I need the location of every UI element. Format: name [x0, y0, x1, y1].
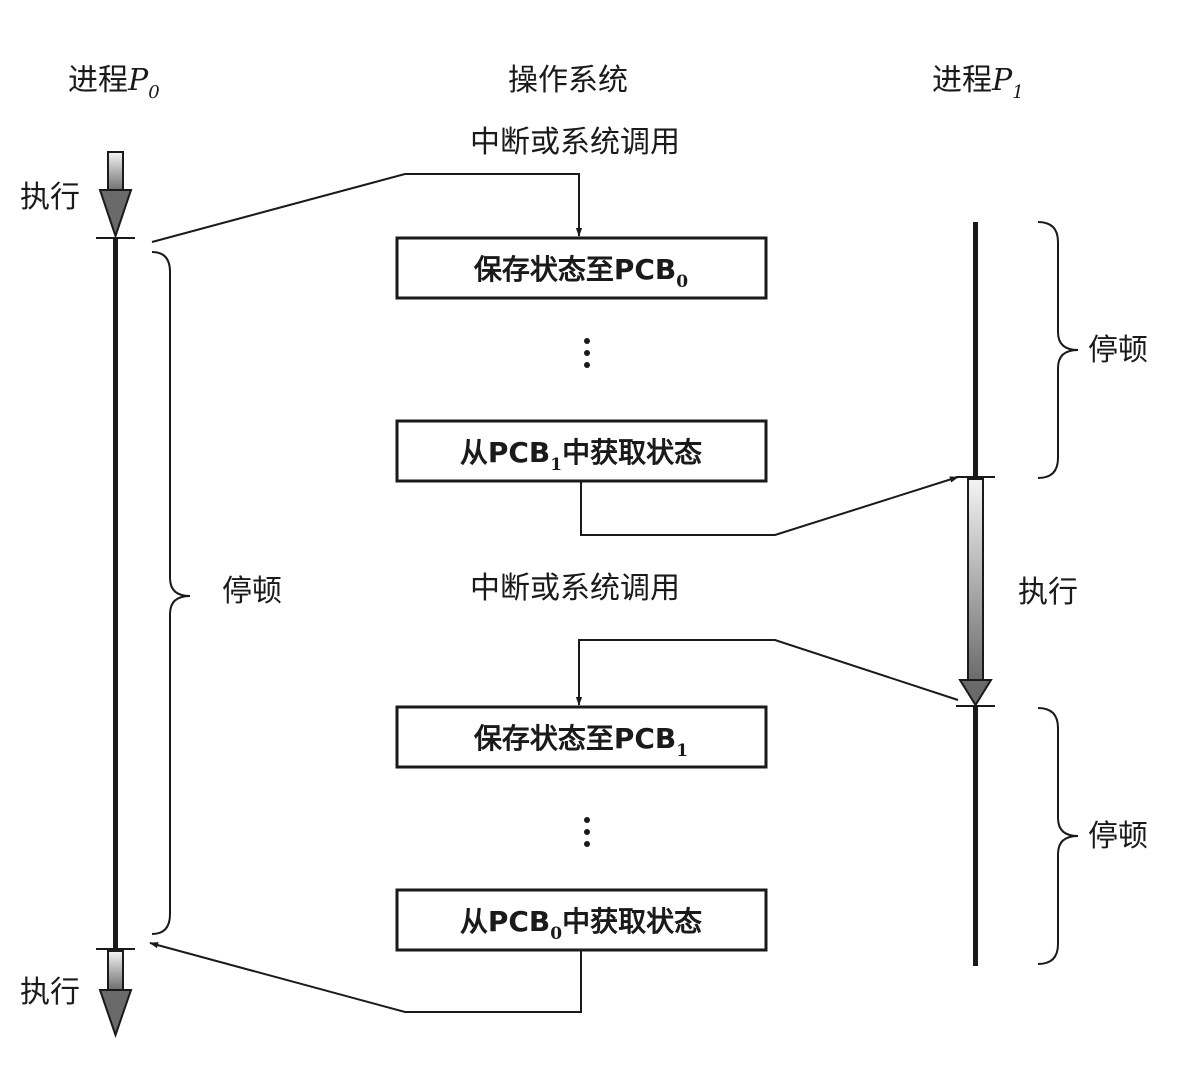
interrupt-label-1: 中断或系统调用	[470, 125, 680, 160]
p0-exec-arrow-top	[98, 151, 133, 240]
header-p1-sub: 1	[1012, 82, 1023, 103]
box-save-pcb0-text: 保存状态至PCB0	[474, 253, 688, 292]
header-p0-var: P	[127, 63, 149, 98]
p0-exec-label-bottom: 执行	[20, 975, 80, 1010]
header-p1-var: P	[991, 63, 1013, 98]
header-p0-prefix: 进程	[68, 63, 128, 98]
header-p0-sub: 0	[148, 82, 159, 103]
header-process-p0: 进程P0	[68, 63, 160, 103]
p1-exec-arrow	[958, 478, 993, 707]
box-save-pcb0: 保存状态至PCB0	[395, 236, 768, 300]
p1-idle-label-top: 停顿	[1088, 333, 1148, 368]
box-save-pcb1-text: 保存状态至PCB1	[474, 722, 688, 761]
connector-p0-to-save-pcb0	[151, 173, 583, 243]
p1-idle-brace-top	[1037, 221, 1079, 479]
box-load-pcb1: 从PCB1中获取状态	[395, 419, 768, 483]
ellipsis-1	[584, 338, 590, 368]
p1-idle-label-bottom: 停顿	[1088, 819, 1148, 854]
p0-idle-brace	[151, 251, 191, 935]
box-load-pcb0: 从PCB0中获取状态	[395, 888, 768, 952]
box-save-pcb1: 保存状态至PCB1	[395, 705, 768, 769]
p1-exec-label: 执行	[1018, 575, 1078, 610]
connector-p1-to-save-pcb1	[575, 639, 959, 706]
p0-idle-label: 停顿	[222, 574, 282, 609]
header-process-p1: 进程P1	[932, 63, 1024, 103]
header-p1-prefix: 进程	[932, 63, 992, 98]
box-load-pcb1-text: 从PCB1中获取状态	[460, 436, 702, 475]
box-load-pcb0-text: 从PCB0中获取状态	[460, 905, 702, 944]
p0-exec-arrow-bottom	[98, 950, 133, 1039]
p0-exec-label-top: 执行	[20, 180, 80, 215]
interrupt-label-2: 中断或系统调用	[470, 571, 680, 606]
connector-load-pcb1-to-p1	[580, 476, 959, 536]
header-os: 操作系统	[508, 63, 628, 98]
ellipsis-2	[584, 817, 590, 847]
connector-load-pcb0-to-p0	[149, 942, 582, 1013]
p1-idle-brace-bottom	[1037, 707, 1079, 965]
